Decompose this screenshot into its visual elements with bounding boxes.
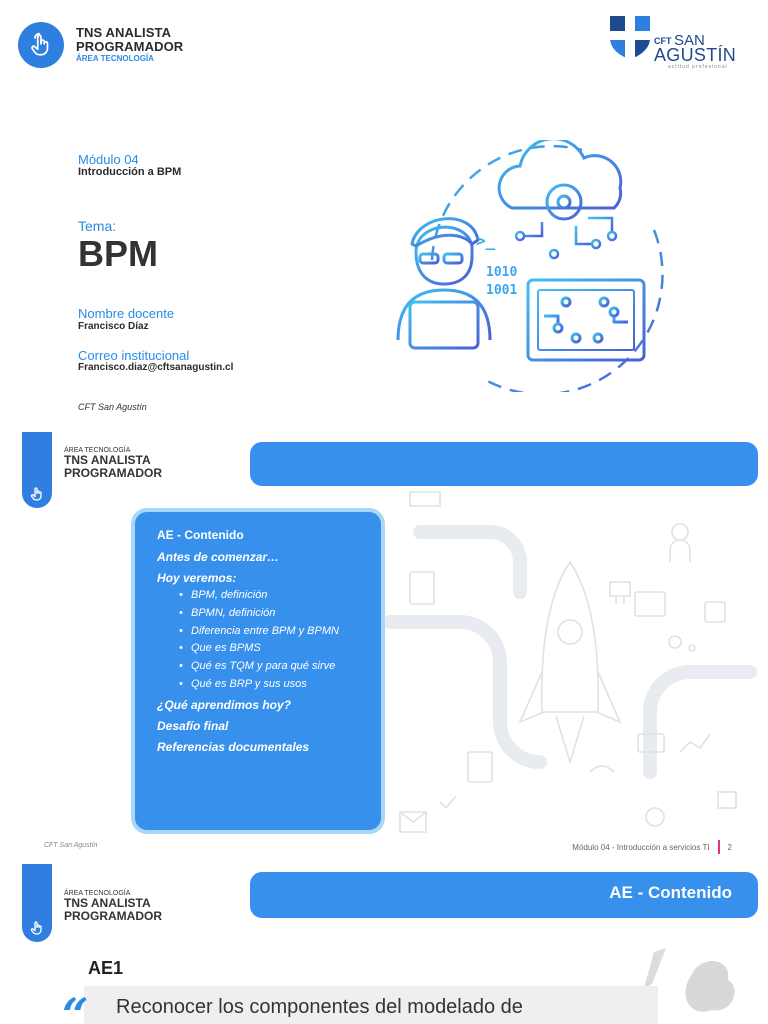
logo-tagline: actitud profesional	[668, 64, 728, 70]
area-program-line-1: TNS ANALISTA	[64, 896, 151, 911]
footer-module-text: Módulo 04 - Introducción a servicios TI	[572, 842, 710, 852]
prompt-glyph: >_	[476, 231, 496, 250]
email-label: Correo institucional	[78, 348, 190, 363]
header-banner	[250, 442, 758, 486]
contents-intro: Antes de comenzar…	[157, 550, 280, 564]
contents-desafio: Desafío final	[157, 718, 229, 733]
area-program-line-2: PROGRAMADOR	[64, 908, 162, 923]
binary-code-1: 1010	[486, 265, 517, 280]
contents-slide: ÁREA TECNOLOGÍA TNS ANALISTA PROGRAMADOR	[0, 432, 768, 864]
pointer-hand-icon	[30, 921, 42, 935]
teacher-label: Nombre docente	[78, 306, 175, 321]
contents-referencias: Referencias documentales	[157, 739, 310, 754]
objective-label: AE1	[88, 958, 124, 978]
topic-item: Diferencia entre BPM y BPMN	[179, 625, 359, 639]
logo-agustin-text: AGUSTÍN	[654, 45, 737, 65]
brand-line-1: TNS ANALISTA	[76, 25, 172, 41]
area-label: ÁREA TECNOLOGÍA	[64, 890, 131, 897]
topic-item: Qué es TQM y para qué sirve	[179, 660, 359, 674]
area-program-line-1: TNS ANALISTA	[64, 453, 151, 468]
contents-topic-list: BPM, definición BPMN, definición Diferen…	[179, 589, 359, 692]
quote-box	[84, 986, 658, 1024]
side-tab	[22, 864, 52, 942]
page-divider	[717, 840, 720, 854]
module-title: Introducción a BPM	[78, 166, 182, 178]
email-value: Francisco.diaz@cftsanagustin.cl	[78, 362, 234, 373]
footer-institution: CFT San Agustín	[44, 842, 98, 849]
pointer-hand-icon	[30, 487, 42, 501]
topic-title: BPM	[78, 233, 158, 274]
objective-text: Reconocer los componentes del modelado d…	[116, 996, 523, 1018]
topic-item: Que es BPMS	[179, 642, 359, 656]
contents-aprendimos: ¿Qué aprendimos hoy?	[157, 697, 292, 712]
topic-item: BPM, definición	[179, 589, 359, 603]
title-slide: TNS ANALISTA PROGRAMADOR ÁREA TECNOLOGÍA…	[0, 0, 768, 432]
area-label: ÁREA TECNOLOGÍA	[64, 447, 131, 454]
module-label: Módulo 04	[78, 152, 139, 167]
topic-label: Tema:	[78, 218, 117, 234]
header-banner: AE - Contenido	[250, 872, 758, 918]
page-number: 2	[727, 842, 732, 852]
logo-cft-text: CFT	[654, 36, 672, 46]
cft-san-agustin-logo: CFT SAN AGUSTÍN actitud profesional	[608, 14, 738, 70]
topic-item: BPMN, definición	[179, 607, 359, 621]
pointer-hand-icon	[18, 22, 64, 68]
topic-item: Qué es BRP y sus usos	[179, 678, 359, 692]
contents-card-title: AE - Contenido	[157, 528, 244, 542]
area-brand: ÁREA TECNOLOGÍA TNS ANALISTA PROGRAMADOR	[64, 447, 162, 480]
area-program-line-2: PROGRAMADOR	[64, 465, 162, 480]
footer-module: Módulo 04 - Introducción a servicios TI …	[572, 840, 732, 854]
binary-code-2: 1001	[486, 283, 517, 298]
quote-mark-icon: “	[62, 988, 89, 1024]
logo-san-text: SAN	[674, 32, 705, 49]
program-brand: TNS ANALISTA PROGRAMADOR ÁREA TECNOLOGÍA	[18, 22, 183, 68]
rocket-background-art	[383, 491, 757, 833]
contents-card: AE - Contenido Antes de comenzar… Hoy ve…	[131, 508, 385, 834]
objective-slide: ÁREA TECNOLOGÍA TNS ANALISTA PROGRAMADOR…	[0, 864, 768, 1024]
banner-title: AE - Contenido	[609, 883, 732, 902]
contents-hoy-veremos: Hoy veremos:	[157, 571, 237, 585]
brand-line-2: PROGRAMADOR	[76, 38, 184, 54]
shield-cross-icon	[610, 16, 650, 59]
area-brand: ÁREA TECNOLOGÍA TNS ANALISTA PROGRAMADOR	[64, 890, 162, 923]
decorative-shapes	[644, 948, 735, 1012]
teacher-name: Francisco Díaz	[78, 321, 149, 332]
institution-name: CFT San Agustín	[78, 402, 147, 412]
brand-line-3: ÁREA TECNOLOGÍA	[76, 54, 154, 64]
developer-cloud-illustration: >_ 1010 1001	[394, 140, 664, 392]
side-tab	[22, 432, 52, 508]
